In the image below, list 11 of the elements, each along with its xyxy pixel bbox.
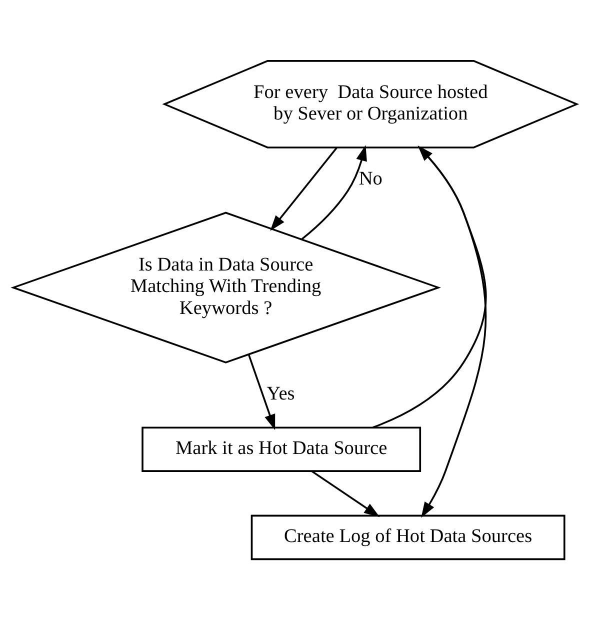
node-box: Mark it as Hot Data Source bbox=[142, 426, 422, 472]
arrow bbox=[311, 470, 380, 518]
arrow bbox=[248, 354, 276, 430]
arrow bbox=[372, 146, 487, 428]
edge-label: Yes bbox=[266, 384, 295, 405]
node-diamond: Is Data in Data Source Matching With Trending Keywords ? bbox=[10, 212, 441, 364]
node-box: Create Log of Hot Data Sources bbox=[250, 514, 566, 560]
arrow bbox=[301, 145, 367, 240]
arrow bbox=[418, 146, 487, 518]
arrow bbox=[270, 147, 338, 231]
edge-label: No bbox=[358, 168, 382, 190]
